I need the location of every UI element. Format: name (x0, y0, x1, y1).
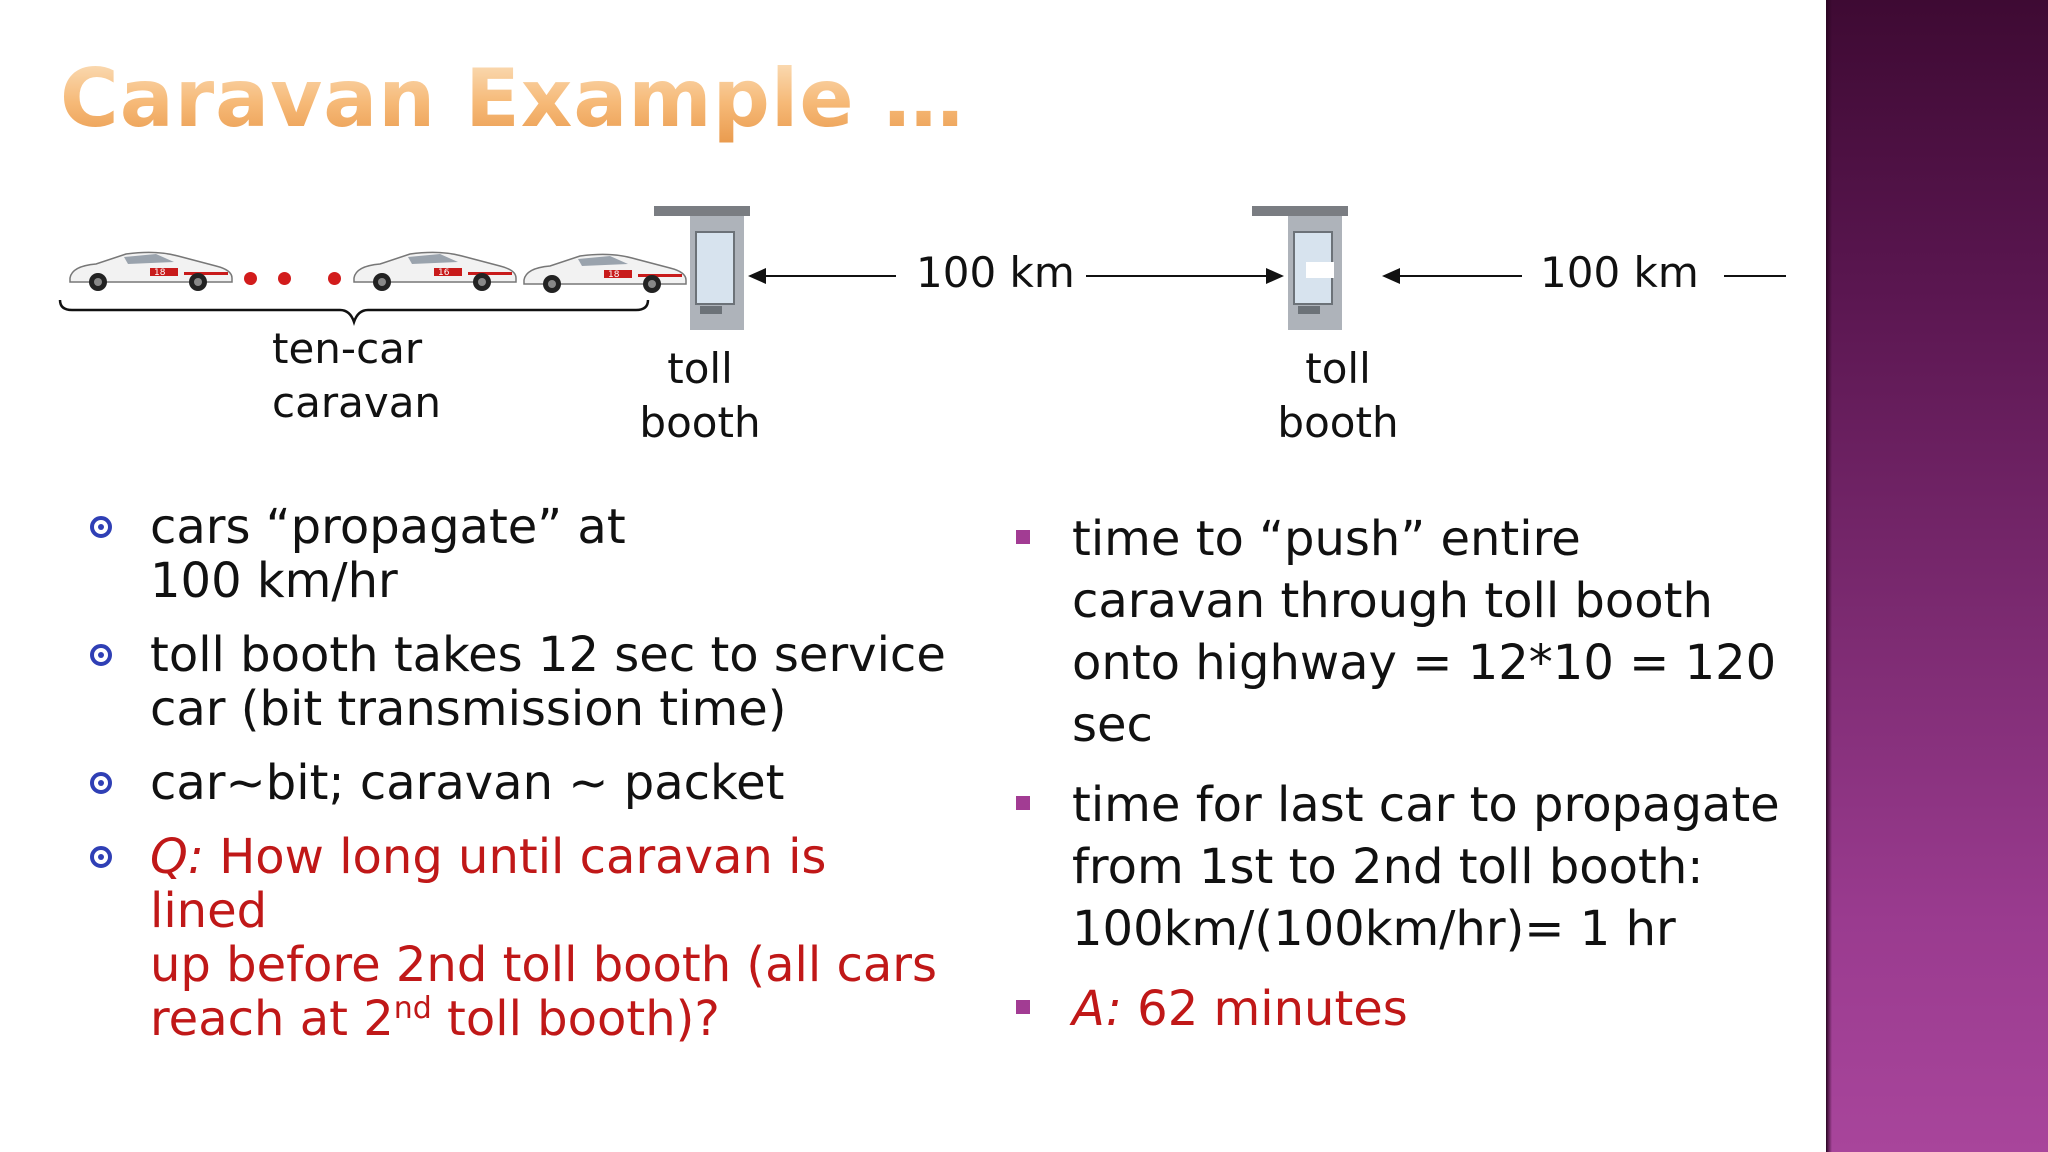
ellipsis-dot (328, 272, 341, 285)
answer-text: 62 minutes (1121, 981, 1408, 1037)
bullet-line: 100km/(100km/hr)= 1 hr (1072, 901, 1676, 957)
bullet-circle-icon (90, 516, 112, 538)
bullet-square-icon (1016, 796, 1030, 810)
arrow-line (1086, 275, 1270, 277)
answer-bullet-item: A: 62 minutes (1016, 978, 1812, 1040)
bullet-item: cars “propagate” at 100 km/hr (90, 499, 950, 609)
question-bullet-item: Q: How long until caravan is lined up be… (90, 830, 950, 1046)
superscript: nd (393, 991, 432, 1026)
bullet-line: Q: How long until caravan is lined (150, 830, 950, 938)
bullet-line: up before 2nd toll booth (all cars (150, 937, 938, 993)
caravan-diagram: 18 16 18 (0, 190, 1826, 470)
bullet-line: sec (1072, 697, 1153, 753)
arrow-left-icon (748, 268, 766, 284)
left-bullet-list: cars “propagate” at 100 km/hr toll booth… (90, 499, 950, 1064)
booth-label-line: booth (639, 398, 761, 447)
bullet-line: caravan through toll booth (1072, 573, 1713, 629)
ellipsis-dot (244, 272, 257, 285)
caravan-label: ten-car caravan (272, 322, 441, 430)
bullet-square-icon (1016, 530, 1030, 544)
slide: Caravan Example … 18 16 18 (0, 52, 1826, 1064)
bullet-line: A: 62 minutes (1072, 978, 1812, 1040)
arrow-line (1724, 275, 1786, 277)
bullet-line: from 1st to 2nd toll booth: (1072, 839, 1704, 895)
caravan-brace (58, 299, 650, 326)
arrow-left-icon (1382, 268, 1400, 284)
bullet-line: time for last car to propagate (1072, 777, 1780, 833)
caravan-label-line: caravan (272, 378, 442, 427)
decorative-side-band (1826, 0, 2048, 1152)
booth-label-line: toll (1305, 344, 1371, 393)
distance-label: 100 km (916, 248, 1075, 297)
bullet-line: time to “push” entire (1072, 511, 1581, 567)
bullet-square-icon (1016, 1000, 1030, 1014)
bullet-line: reach at 2nd toll booth)? (150, 992, 950, 1046)
car-icon: 18 (69, 251, 233, 291)
svg-text:18: 18 (154, 268, 166, 278)
bullet-circle-icon (90, 772, 112, 794)
toll-booth-icon (1252, 206, 1348, 330)
booth-label-line: booth (1277, 398, 1399, 447)
bullet-line: 100 km/hr (150, 553, 398, 609)
bullet-item: car~bit; caravan ~ packet (90, 755, 950, 811)
booth-label: toll booth (636, 342, 764, 450)
slide-title: Caravan Example … (60, 52, 965, 145)
bullet-item: time for last car to propagate from 1st … (1016, 774, 1812, 960)
bullet-circle-icon (90, 644, 112, 666)
bullet-line: car (bit transmission time) (150, 681, 787, 737)
arrow-line (764, 275, 896, 277)
ellipsis-dot (278, 272, 291, 285)
bullet-line: car~bit; caravan ~ packet (150, 755, 785, 811)
bullet-line: toll booth takes 12 sec to service (150, 627, 946, 683)
bullet-item: time to “push” entire caravan through to… (1016, 508, 1812, 756)
car-icon: 16 (353, 251, 517, 291)
car-icon: 18 (523, 253, 687, 293)
booth-label-line: toll (667, 344, 733, 393)
svg-text:16: 16 (438, 268, 450, 278)
bullet-line: cars “propagate” at (150, 499, 626, 555)
caravan-label-line: ten-car (272, 324, 423, 373)
arrow-line (1398, 275, 1522, 277)
svg-text:18: 18 (608, 270, 620, 280)
question-text: reach at 2 (150, 991, 394, 1047)
bullet-line: onto highway = 12*10 = 120 (1072, 635, 1777, 691)
arrow-right-icon (1266, 268, 1284, 284)
booth-label: toll booth (1274, 342, 1402, 450)
toll-booth-icon (654, 206, 750, 330)
question-text: toll booth)? (431, 991, 720, 1047)
bullet-circle-icon (90, 846, 112, 868)
question-prefix: Q: (150, 829, 204, 885)
question-text: How long until caravan is lined (150, 829, 827, 939)
distance-label: 100 km (1540, 248, 1699, 297)
bullet-item: toll booth takes 12 sec to service car (… (90, 627, 950, 737)
right-bullet-list: time to “push” entire caravan through to… (1016, 508, 1812, 1058)
answer-prefix: A: (1072, 981, 1122, 1037)
